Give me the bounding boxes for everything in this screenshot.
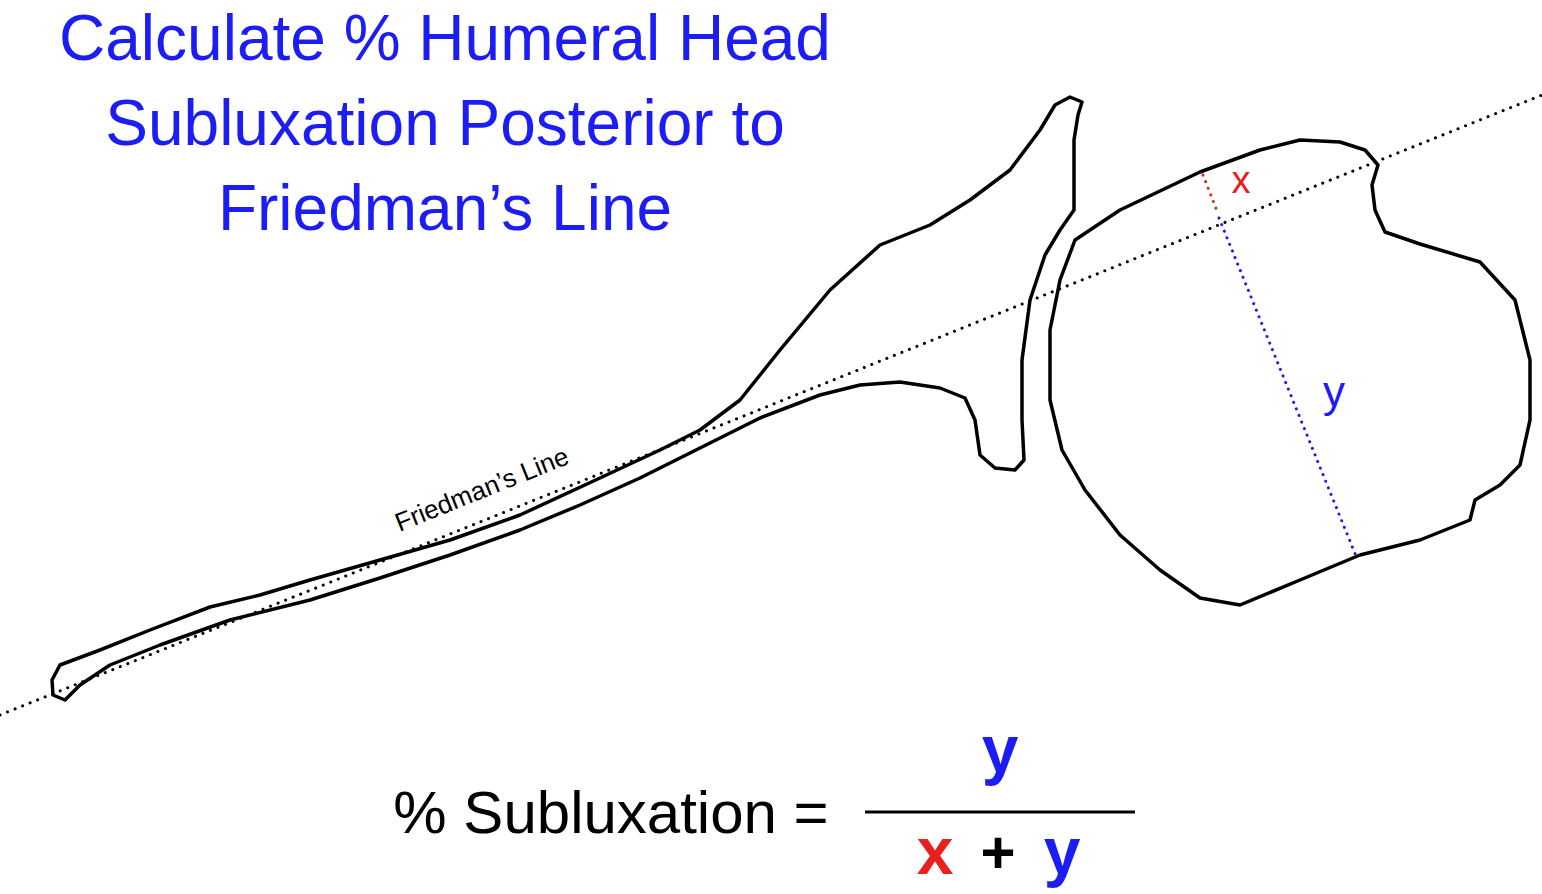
formula-denominator-y: y xyxy=(1044,814,1081,890)
humeral-head-outline xyxy=(1050,140,1530,605)
x-measure-label: x xyxy=(1232,159,1251,203)
line-label: Friedman’s Line xyxy=(391,442,573,539)
y-measure-line xyxy=(1219,218,1356,556)
formula-denominator-x: x xyxy=(917,814,954,890)
fraction-bar xyxy=(865,811,1135,814)
formula-plus: + xyxy=(980,818,1015,887)
y-measure-label: y xyxy=(1323,367,1345,418)
x-measure-line xyxy=(1203,175,1217,211)
page-title: Calculate % Humeral Head Subluxation Pos… xyxy=(30,0,860,251)
formula-text: % Subluxation = xyxy=(393,778,828,847)
formula-numerator: y xyxy=(982,712,1019,788)
